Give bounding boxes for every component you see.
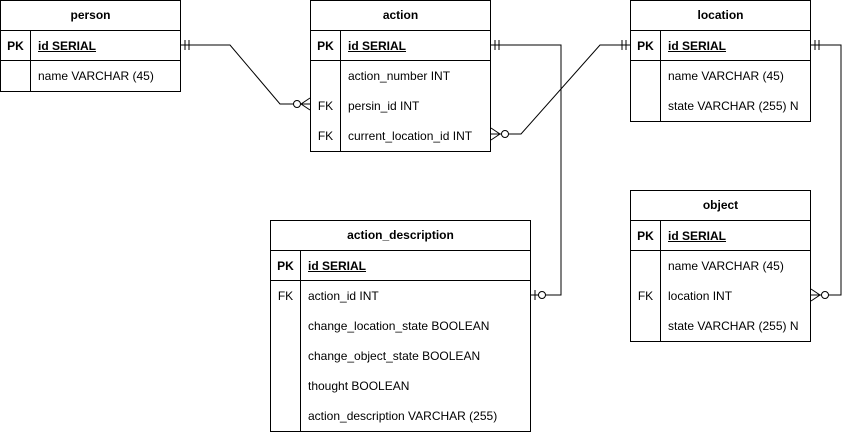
entity-row: action_description VARCHAR (255) [271,401,530,431]
field-label: action_id INT [308,289,379,303]
relationship-person-action[interactable] [181,40,311,111]
key-label [631,251,661,281]
key-label: PK [631,31,661,60]
key-label: PK [631,221,661,250]
field-label: thought BOOLEAN [308,379,410,393]
entity-location[interactable]: location PK id SERIAL name VARCHAR (45) … [630,0,811,122]
field-label: change_object_state BOOLEAN [308,349,481,363]
field-label: action_number INT [348,69,451,83]
key-label: PK [271,251,301,280]
entity-row: FK current_location_id INT [311,121,490,151]
key-label [1,61,31,91]
key-label: FK [271,281,301,311]
key-label [271,341,301,371]
entity-row: PK id SERIAL [271,251,530,281]
field-label: state VARCHAR (255) N [668,99,799,113]
field-label: id SERIAL [668,39,727,53]
entity-row: PK id SERIAL [631,221,810,251]
entity-row: FK location INT [631,281,810,311]
entity-title: action_description [271,221,530,251]
key-label [271,311,301,341]
entity-row: name VARCHAR (45) [631,61,810,91]
entity-row: PK id SERIAL [311,31,490,61]
field-label: id SERIAL [308,259,367,273]
field-label: action_description VARCHAR (255) [308,409,498,423]
relationship-location-object[interactable] [810,40,842,302]
field-label: change_location_state BOOLEAN [308,319,490,333]
field-label: current_location_id INT [348,129,473,143]
entity-row: PK id SERIAL [1,31,180,61]
field-label: name VARCHAR (45) [668,69,784,83]
key-label [631,91,661,121]
entity-action[interactable]: action PK id SERIAL action_number INT FK… [310,0,491,152]
entity-person[interactable]: person PK id SERIAL name VARCHAR (45) [0,0,181,92]
key-label [311,61,341,91]
key-label: FK [311,91,341,121]
key-label [631,61,661,91]
entity-row: name VARCHAR (45) [631,251,810,281]
relationship-action-action-description[interactable] [491,40,562,300]
entity-title: location [631,1,810,31]
field-label: persin_id INT [348,99,420,113]
field-label: id SERIAL [348,39,407,53]
key-label: FK [631,281,661,311]
entity-title: object [631,191,810,221]
field-label: name VARCHAR (45) [668,259,784,273]
entity-row: PK id SERIAL [631,31,810,61]
entity-row: state VARCHAR (255) N [631,311,810,341]
entity-action-description[interactable]: action_description PK id SERIAL FK actio… [270,220,531,432]
entity-object[interactable]: object PK id SERIAL name VARCHAR (45) FK… [630,190,811,342]
entity-row: state VARCHAR (255) N [631,91,810,121]
key-label [271,401,301,431]
field-label: id SERIAL [668,229,727,243]
entity-row: action_number INT [311,61,490,91]
entity-row: thought BOOLEAN [271,371,530,401]
entity-title: person [1,1,180,31]
entity-row: FK persin_id INT [311,91,490,121]
entity-title: action [311,1,490,31]
entity-row: name VARCHAR (45) [1,61,180,91]
entity-row: FK action_id INT [271,281,530,311]
key-label: PK [311,31,341,60]
entity-row: change_location_state BOOLEAN [271,311,530,341]
key-label [271,371,301,401]
entity-row: change_object_state BOOLEAN [271,341,530,371]
key-label: FK [311,121,341,151]
key-label [631,311,661,341]
key-label: PK [1,31,31,60]
field-label: id SERIAL [38,39,97,53]
field-label: state VARCHAR (255) N [668,319,799,333]
field-label: location INT [668,289,733,303]
field-label: name VARCHAR (45) [38,69,154,83]
